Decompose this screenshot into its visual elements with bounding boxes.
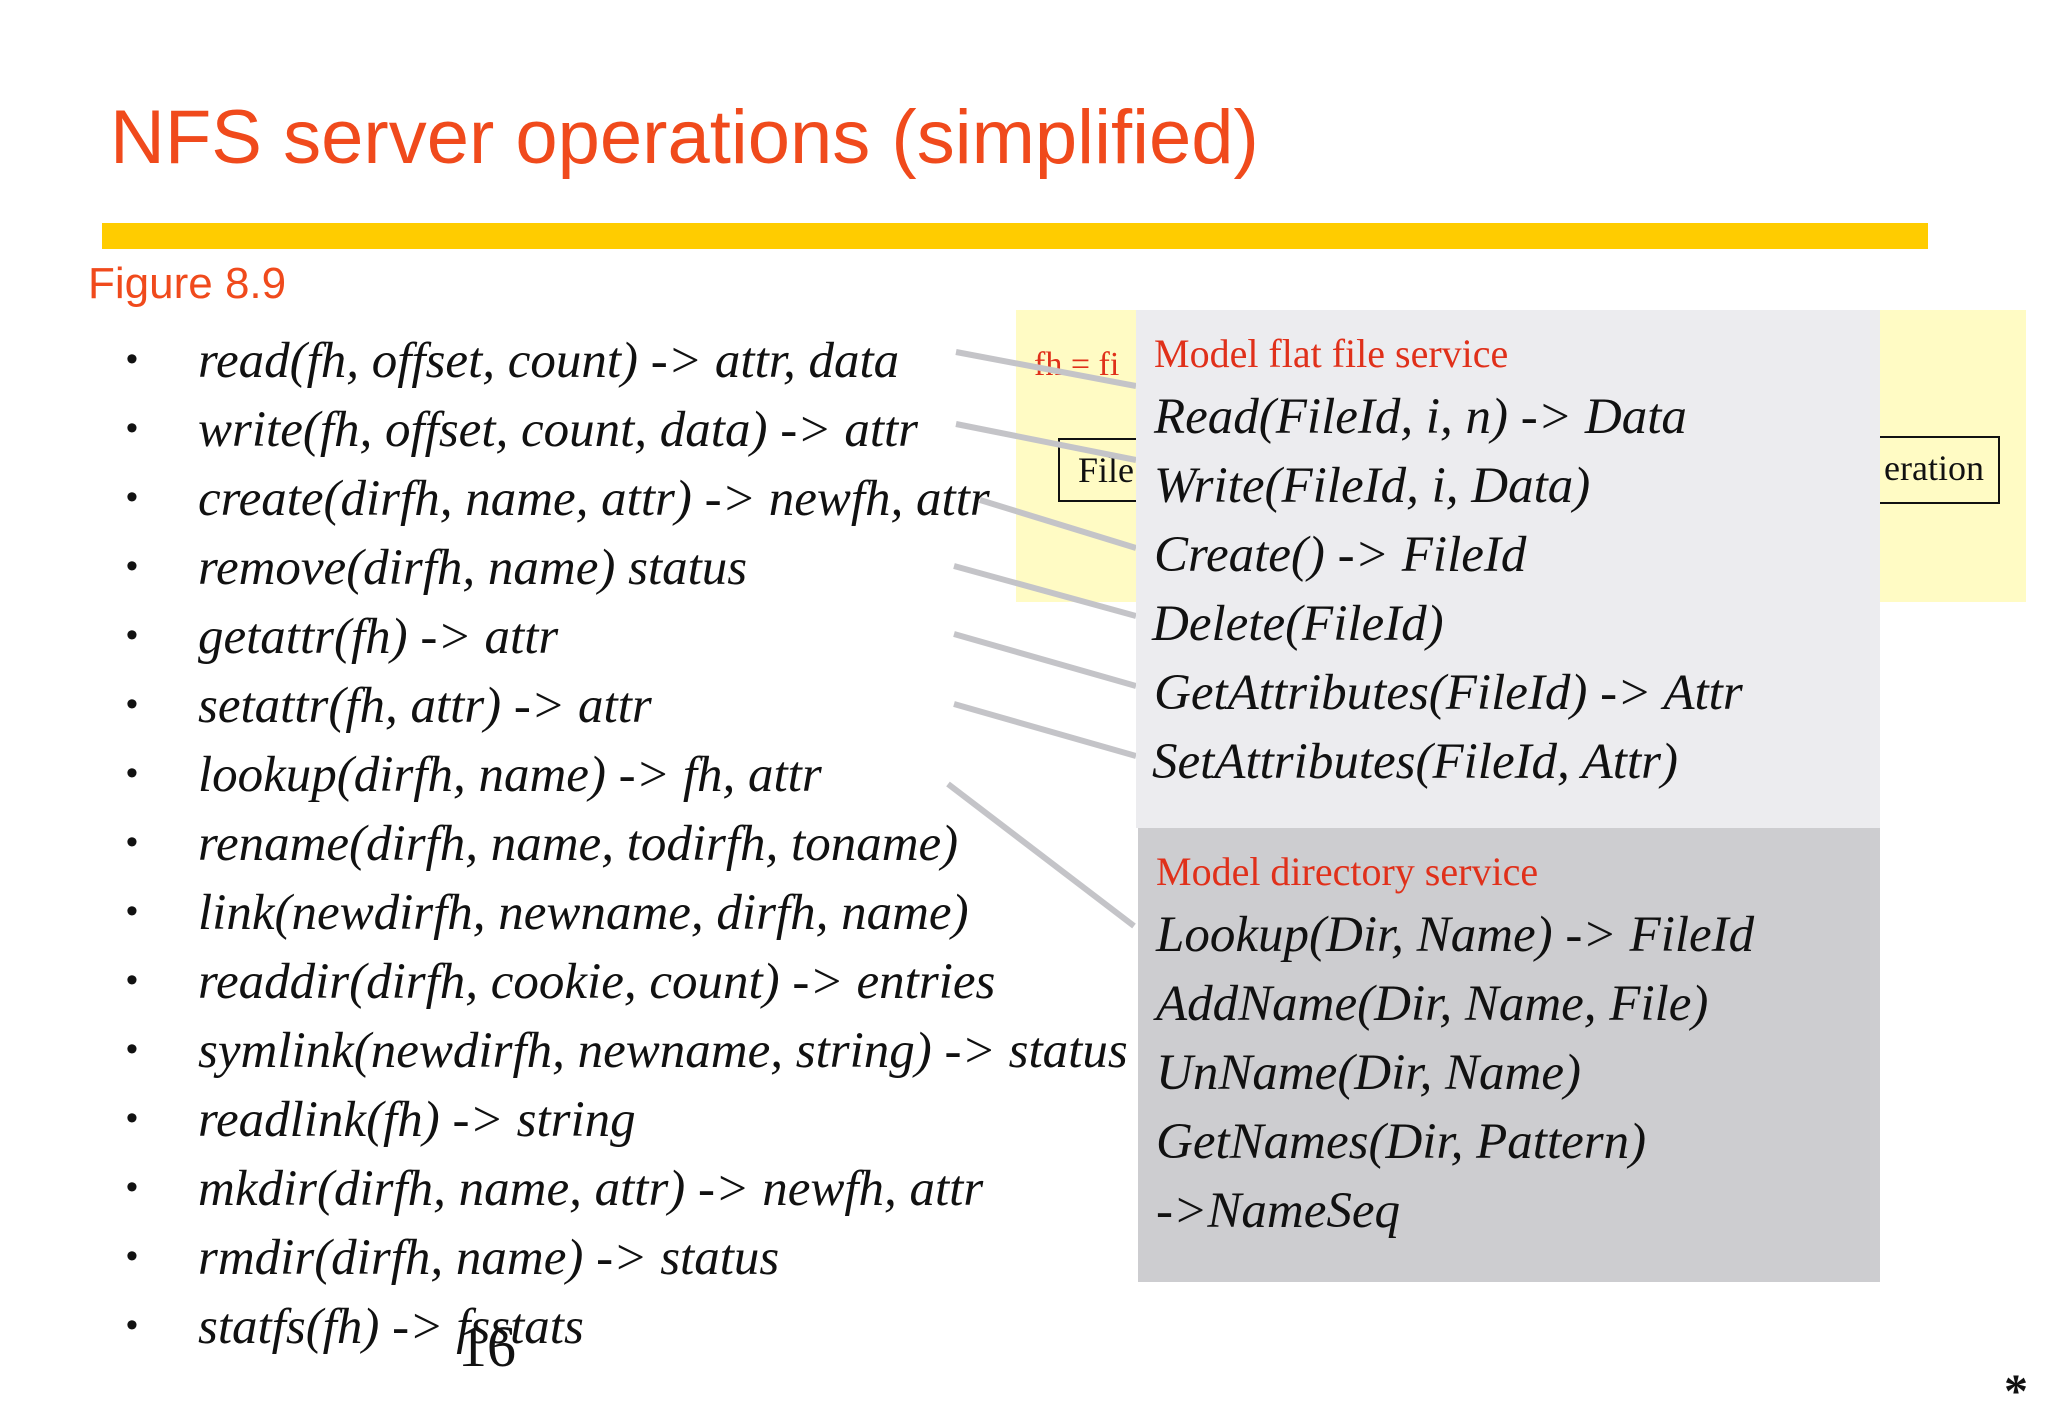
dir-op-nameseq: ->NameSeq [1156, 1183, 1401, 1239]
page-number: 16 [458, 1314, 516, 1379]
title-rule [102, 223, 1928, 249]
op-rmdir: rmdir(dirfh, name) -> status [198, 1230, 780, 1286]
op-symlink: symlink(newdirfh, newname, string) -> st… [198, 1023, 1128, 1079]
op-create: create(dirfh, name, attr) -> newfh, attr [198, 471, 990, 527]
bullet-icon: • [126, 961, 138, 999]
bullet-icon: • [126, 478, 138, 516]
flat-file-service-header: Model flat file service [1154, 331, 1509, 376]
bullet-icon: • [126, 1099, 138, 1137]
dir-op-lookup: Lookup(Dir, Name) -> FileId [1156, 907, 1755, 963]
op-getattr: getattr(fh) -> attr [198, 609, 559, 665]
bullet-icon: • [126, 1168, 138, 1206]
dir-op-unname: UnName(Dir, Name) [1156, 1045, 1581, 1101]
op-rename: rename(dirfh, name, todirfh, toname) [198, 816, 959, 872]
op-readdir: readdir(dirfh, cookie, count) -> entries [198, 954, 996, 1010]
dir-op-getnames: GetNames(Dir, Pattern) [1156, 1114, 1647, 1170]
op-readlink: readlink(fh) -> string [198, 1092, 636, 1148]
op-remove: remove(dirfh, name) status [198, 540, 748, 596]
flat-file-service-panel: Model flat file service Read(FileId, i, … [1136, 310, 1880, 828]
bullet-icon: • [126, 547, 138, 585]
directory-service-header: Model directory service [1156, 849, 1539, 894]
dir-op-addname: AddName(Dir, Name, File) [1156, 976, 1709, 1032]
bullet-icon: • [126, 685, 138, 723]
op-write: write(fh, offset, count, data) -> attr [198, 402, 919, 458]
background-figure-box-left-label: File [1078, 450, 1135, 490]
slide-title: NFS server operations (simplified) [110, 95, 1259, 180]
connector-setattr [953, 701, 1137, 759]
background-figure-fh-text: fh = fi [1034, 348, 1120, 382]
figure-label: Figure 8.9 [88, 259, 287, 308]
bullet-icon: • [126, 754, 138, 792]
op-link: link(newdirfh, newname, dirfh, name) [198, 885, 969, 941]
flat-op-read: Read(FileId, i, n) -> Data [1154, 389, 1687, 445]
flat-op-delete: Delete(FileId) [1152, 596, 1444, 652]
corner-asterisk: * [2004, 1365, 2028, 1418]
bullet-icon: • [126, 892, 138, 930]
bullet-icon: • [126, 823, 138, 861]
op-mkdir: mkdir(dirfh, name, attr) -> newfh, attr [198, 1161, 984, 1217]
connector-getattr [953, 631, 1137, 689]
flat-op-create: Create() -> FileId [1154, 527, 1527, 583]
background-figure-box-left: File [1058, 438, 1142, 502]
flat-op-setattributes: SetAttributes(FileId, Attr) [1152, 734, 1678, 790]
bullet-icon: • [126, 340, 138, 378]
directory-service-panel: Model directory service Lookup(Dir, Name… [1138, 828, 1880, 1282]
bullet-icon: • [126, 409, 138, 447]
op-setattr: setattr(fh, attr) -> attr [198, 678, 652, 734]
flat-op-write: Write(FileId, i, Data) [1154, 458, 1591, 514]
bullet-icon: • [126, 1306, 138, 1344]
bullet-icon: • [126, 616, 138, 654]
op-lookup: lookup(dirfh, name) -> fh, attr [198, 747, 822, 803]
bullet-icon: • [126, 1237, 138, 1275]
flat-op-getattributes: GetAttributes(FileId) -> Attr [1154, 665, 1743, 721]
background-figure-box-right-label: eration [1884, 448, 1984, 488]
op-read: read(fh, offset, count) -> attr, data [198, 333, 900, 389]
bullet-icon: • [126, 1030, 138, 1068]
connector-lookup [946, 781, 1136, 929]
op-statfs: statfs(fh) -> fsstats [198, 1299, 584, 1355]
